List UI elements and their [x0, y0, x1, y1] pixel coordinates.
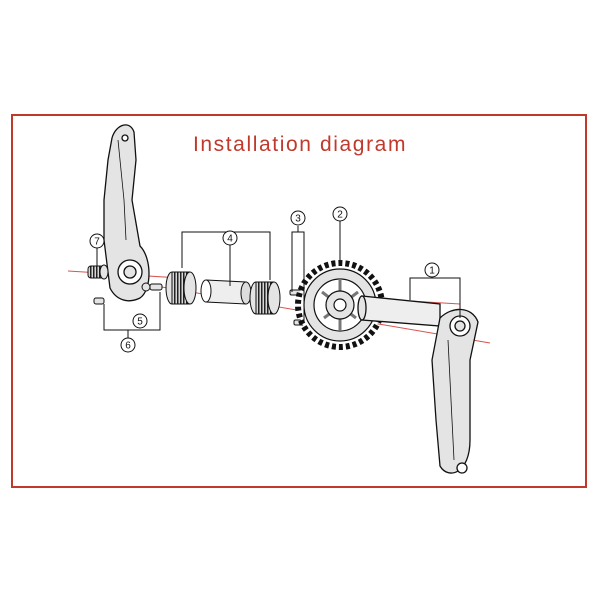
- spindle-crank-part: [357, 295, 479, 474]
- svg-text:3: 3: [295, 214, 301, 225]
- callout-4: 4: [222, 230, 238, 246]
- svg-text:4: 4: [227, 234, 233, 245]
- svg-text:6: 6: [125, 341, 131, 352]
- callout-1: 1: [424, 262, 440, 278]
- diagram-title: Installation diagram: [192, 133, 408, 156]
- bottom-bracket-part: [165, 271, 281, 315]
- left-crank-arm: [103, 124, 150, 302]
- svg-text:1: 1: [429, 266, 435, 277]
- preload-cap-part: [87, 264, 109, 280]
- callouts: 1 2 3 4 5 6 7: [89, 206, 440, 353]
- leader-lines: [96, 220, 461, 338]
- svg-text:7: 7: [94, 237, 100, 248]
- diagram-frame: [11, 114, 587, 488]
- svg-text:2: 2: [337, 210, 343, 221]
- callout-5: 5: [132, 313, 148, 329]
- svg-text:5: 5: [137, 317, 143, 328]
- callout-6: 6: [120, 337, 136, 353]
- callout-3: 3: [290, 210, 306, 226]
- callout-7: 7: [89, 233, 105, 249]
- pinch-bolts-part: [93, 282, 163, 305]
- callout-2: 2: [332, 206, 348, 222]
